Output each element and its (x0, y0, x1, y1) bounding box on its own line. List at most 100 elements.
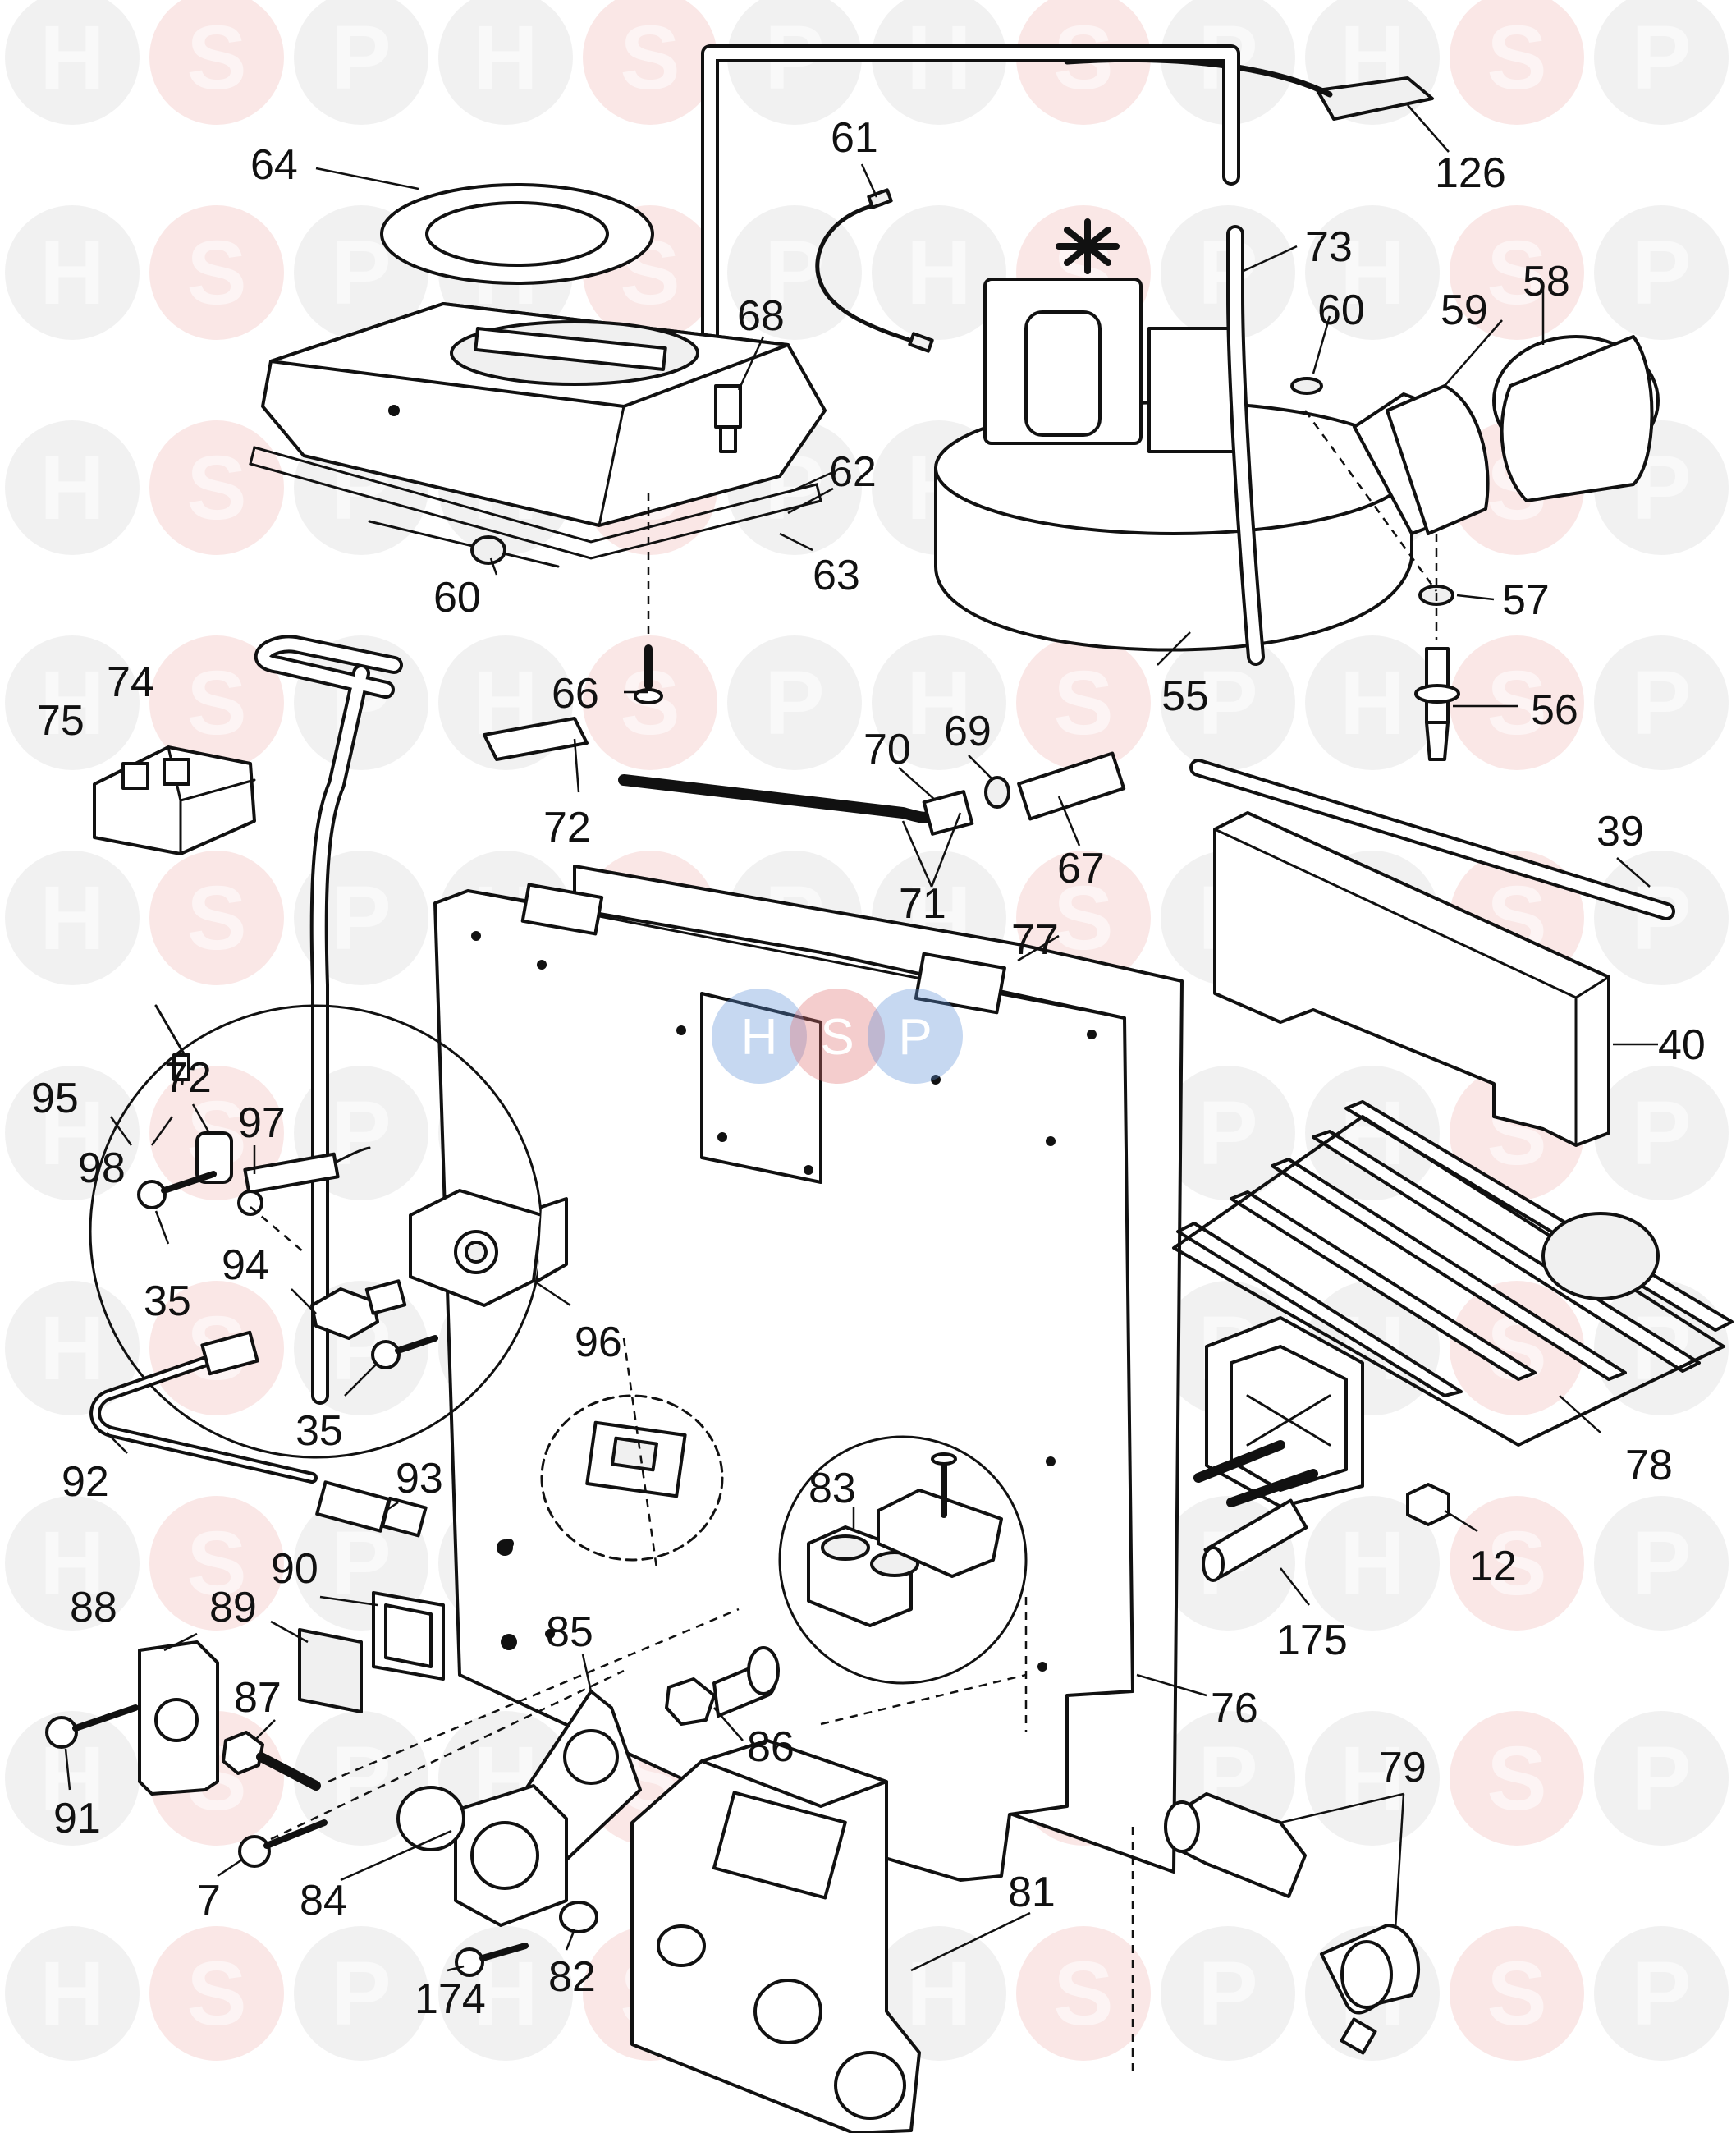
watermark-circle (727, 635, 862, 770)
watermark-circle (294, 1926, 428, 2061)
callout-86: 86 (747, 1723, 795, 1771)
callout-61: 61 (831, 114, 878, 162)
callout-57: 57 (1502, 576, 1550, 624)
callout-75: 75 (37, 697, 85, 745)
watermark-letter: H (39, 1943, 104, 2044)
solenoid-detail-circle (778, 1435, 1028, 1685)
callout-39: 39 (1596, 808, 1644, 855)
callout-12: 12 (1469, 1543, 1517, 1590)
watermark-letter: H (39, 1513, 104, 1614)
watermark-letter: S (186, 222, 246, 323)
watermark-letter: P (331, 1083, 391, 1184)
callout-96: 96 (575, 1319, 622, 1366)
watermark-letter: P (1631, 1083, 1691, 1184)
badge-letter: P (898, 1009, 932, 1066)
watermark-circle (1161, 1066, 1295, 1200)
watermark-circle (872, 1926, 1006, 2061)
part-86-nipple (665, 1646, 780, 1726)
callout-74: 74 (107, 658, 154, 706)
callout-90: 90 (271, 1545, 318, 1593)
badge-letter: S (820, 1009, 854, 1066)
part-91-screw (45, 1704, 139, 1749)
callout-88: 88 (70, 1584, 117, 1631)
callout-83: 83 (808, 1465, 856, 1512)
callout-84: 84 (300, 1877, 347, 1924)
callout-82: 82 (548, 1953, 596, 2001)
part-70-nut (922, 790, 974, 836)
watermark-circle (149, 1926, 284, 2061)
watermark-circle (1594, 1711, 1729, 1846)
callout-79: 79 (1379, 1744, 1427, 1791)
callout-70: 70 (863, 726, 911, 773)
part-35-screw-top (137, 1171, 217, 1209)
watermark-letter: H (1340, 222, 1404, 323)
callout-60-left: 60 (433, 574, 481, 622)
callout-58: 58 (1523, 258, 1570, 305)
watermark-letter: S (186, 868, 246, 969)
watermark-circle (1450, 1281, 1584, 1415)
callout-67: 67 (1057, 845, 1105, 892)
pilot-pipe (618, 774, 941, 823)
watermark-letter: H (39, 438, 104, 539)
watermark-circle (5, 420, 140, 555)
watermark-letter: S (1486, 1728, 1546, 1829)
watermark-circle (294, 0, 428, 125)
watermark-circle (1016, 635, 1151, 770)
watermark-letter: P (1631, 653, 1691, 754)
callout-98: 98 (78, 1144, 126, 1192)
watermark-circle (1305, 1496, 1440, 1631)
callout-72-detail: 72 (164, 1054, 212, 1102)
callout-97: 97 (238, 1099, 286, 1147)
watermark-letter: S (186, 1513, 246, 1614)
watermark-circle (149, 0, 284, 125)
watermark-letter: H (39, 868, 104, 969)
callout-56: 56 (1531, 686, 1578, 734)
watermark-circle (1305, 205, 1440, 340)
watermark-letter: P (1198, 653, 1257, 754)
watermark-letter: S (1486, 653, 1546, 754)
watermark-circle (1594, 1066, 1729, 1200)
watermark-circle (1305, 635, 1440, 770)
callout-64: 64 (250, 141, 298, 189)
watermark-letter: P (1631, 1943, 1691, 2044)
callout-175: 175 (1276, 1617, 1348, 1664)
watermark-letter: S (620, 7, 680, 108)
watermark-circle (5, 1066, 140, 1200)
watermark-letter: H (39, 1728, 104, 1829)
callout-60-top: 60 (1317, 287, 1365, 334)
watermark-letter: S (1053, 653, 1113, 754)
viewing-window (700, 992, 822, 1184)
callout-66: 66 (552, 670, 599, 718)
callout-77: 77 (1011, 916, 1059, 964)
watermark-circle (149, 635, 284, 770)
watermark-circle (1594, 1496, 1729, 1631)
callout-35-top: 35 (144, 1278, 191, 1325)
watermark-circle (1161, 635, 1295, 770)
watermark-circle (5, 1926, 140, 2061)
watermark-circle (1594, 0, 1729, 125)
watermark-circle (1594, 1926, 1729, 2061)
callout-95: 95 (31, 1075, 79, 1122)
panel-holes (471, 931, 1097, 1672)
watermark-circle (149, 205, 284, 340)
watermark-circle (583, 0, 717, 125)
watermark-circle (1016, 1926, 1151, 2061)
watermark-letter: P (1631, 1513, 1691, 1614)
part-59-clamp (1386, 384, 1490, 535)
watermark-circle (149, 420, 284, 555)
callout-76: 76 (1211, 1685, 1258, 1732)
watermark-circle (5, 205, 140, 340)
watermark-letter: P (331, 7, 391, 108)
sight-glass-opening (540, 1394, 724, 1562)
leader-lines (64, 104, 1658, 1972)
callout-40: 40 (1658, 1021, 1706, 1069)
watermark-circle (1450, 0, 1584, 125)
watermark-letter: P (1631, 222, 1691, 323)
watermark-circle (1450, 635, 1584, 770)
part-72-sleeve (483, 717, 589, 761)
badge-letter: H (741, 1009, 778, 1066)
part-69-olive (984, 776, 1010, 809)
part-35-screw-bottom (371, 1335, 438, 1369)
watermark-letter: P (331, 1728, 391, 1829)
watermark-letter: H (906, 653, 971, 754)
